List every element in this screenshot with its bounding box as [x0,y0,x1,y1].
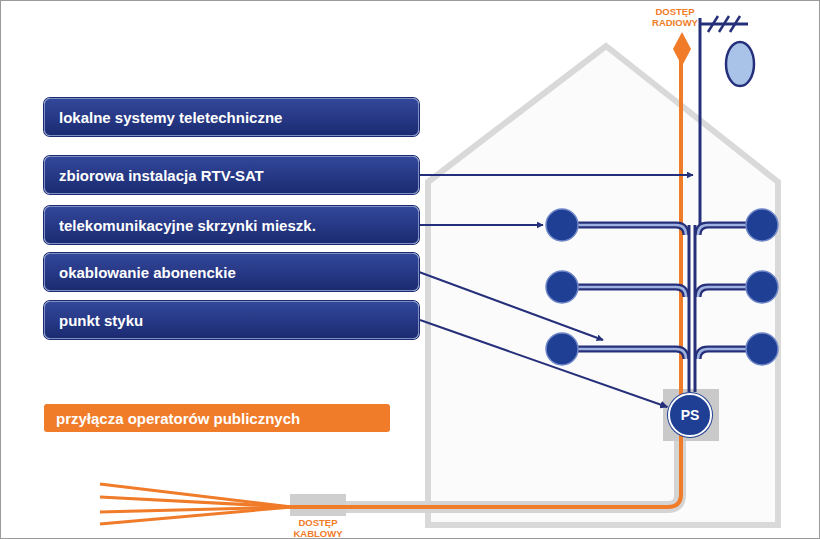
box-label: PS [681,407,700,423]
access-label: DOSTĘP RADIOWY [640,6,710,28]
operator-box: przyłącza operatorów publicznych [44,404,390,432]
access-label: DOSTĘP KABLOWY [283,517,353,539]
cable-duct [292,440,680,507]
satellite-dish [726,42,754,86]
apartment-boxes [546,209,778,365]
box-label: punkt styku [59,312,143,329]
box-label: telekomunikacyjne skrzynki mieszk. [59,217,316,234]
leader-arrows [419,175,693,340]
system-box: telekomunikacyjne skrzynki mieszk. [44,206,419,244]
system-box: lokalne systemy teletechniczne [44,98,419,136]
box-label: lokalne systemy teletechniczne [59,109,282,126]
radio-access-diamond [673,32,691,66]
box-label: zbiorowa instalacja RTV-SAT [59,167,264,184]
box-label: okablowanie abonenckie [59,264,236,281]
contact-point-circle: PS [668,393,712,437]
system-box: okablowanie abonenckie [44,253,419,291]
box-label: przyłącza operatorów publicznych [56,410,300,427]
house-outline [428,46,778,525]
system-box: punkt styku [44,301,419,339]
ps-housing [663,389,719,441]
operator-lines [100,484,292,524]
subscriber-cabling [578,225,746,392]
leader-arrow [420,320,667,407]
system-box: zbiorowa instalacja RTV-SAT [44,156,419,194]
